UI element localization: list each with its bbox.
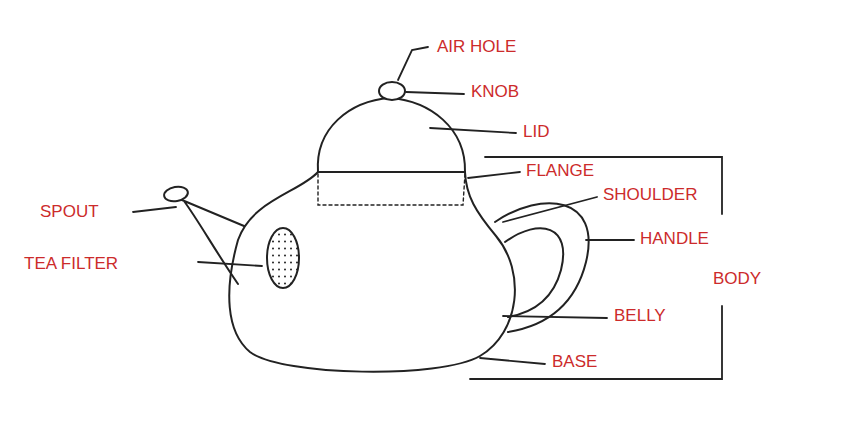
part-label: FLANGE [526, 162, 594, 181]
lid [318, 98, 465, 172]
handle [495, 203, 589, 332]
part-label: LID [523, 123, 549, 142]
part-label: TEA FILTER [24, 255, 118, 274]
part-label: BELLY [614, 307, 666, 326]
flange [318, 174, 465, 205]
part-label: KNOB [471, 83, 519, 102]
body-bracket [470, 157, 722, 379]
knob [379, 82, 405, 100]
spout-tip [163, 185, 189, 203]
lid-rim [318, 171, 465, 173]
part-label: AIR HOLE [437, 38, 516, 57]
spout [170, 195, 244, 284]
part-label: SPOUT [40, 203, 99, 222]
part-label: BASE [552, 353, 597, 372]
body [229, 172, 515, 372]
part-label: BODY [713, 270, 761, 289]
tea-filter [267, 228, 299, 288]
leader-lines [133, 47, 634, 364]
part-label: SHOULDER [603, 186, 697, 205]
part-label: HANDLE [640, 230, 709, 249]
